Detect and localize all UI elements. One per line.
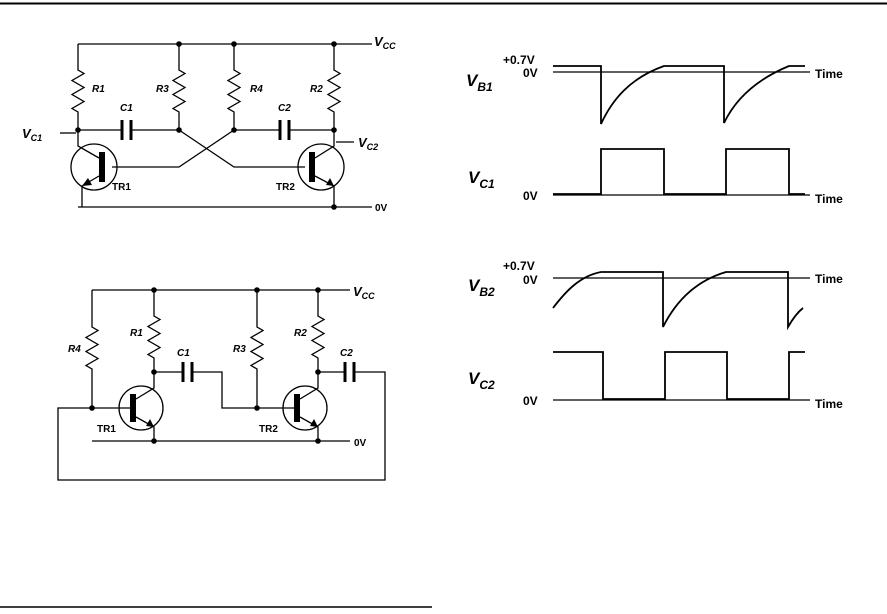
resistor-r3-bottom	[249, 290, 265, 408]
vb1-label: VB1	[466, 71, 493, 94]
vb1-zero-label: 0V	[523, 66, 538, 80]
vc1-time-label: Time	[815, 192, 843, 206]
transistor-tr1-bottom	[92, 372, 164, 441]
r3-label: R3	[156, 84, 169, 95]
vb1-trace	[553, 65, 805, 125]
zero-volt-label-bottom: 0V	[354, 438, 367, 449]
circuit-top: VCC VC1 VC2 R1 R3 R4 R2 C1 C2 TR1 TR2 0V	[22, 34, 396, 214]
r2-label: R2	[310, 84, 323, 95]
r1-label: R1	[92, 84, 105, 95]
vc1-zero-label: 0V	[523, 189, 538, 203]
r3-label-bottom: R3	[233, 344, 246, 355]
vb2-plus07-label: +0.7V	[503, 259, 535, 273]
transistor-tr1	[70, 130, 118, 207]
tr1-label: TR1	[112, 182, 131, 193]
vc2-time-label: Time	[815, 397, 843, 411]
cross-wire-2	[112, 129, 235, 168]
vb2-time-label: Time	[815, 272, 843, 286]
waveforms: VB1 +0.7V 0V Time VC1 0V Time VB2 +0.7V …	[466, 53, 843, 411]
vcc-label: VCC	[374, 34, 396, 51]
r1-label-bottom: R1	[130, 328, 143, 339]
c1-label: C1	[120, 103, 133, 114]
vc2-label: VC2	[468, 369, 495, 392]
c2-label: C2	[278, 103, 291, 114]
vb1-plus07-label: +0.7V	[503, 53, 535, 67]
tr1-label-bottom: TR1	[97, 424, 116, 435]
r4-label-bottom: R4	[68, 344, 81, 355]
resistor-r1	[70, 44, 86, 130]
transistor-tr2	[297, 130, 345, 207]
waveform-vb2: VB2 +0.7V 0V Time	[468, 259, 843, 331]
vc2-trace	[553, 351, 805, 400]
r4-label: R4	[250, 84, 263, 95]
r2-label-bottom: R2	[294, 328, 307, 339]
c2-label-bottom: C2	[340, 348, 353, 359]
waveform-vc1: VC1 0V Time	[468, 148, 843, 206]
vc1-trace	[553, 148, 805, 195]
vc1-label: VC1	[468, 168, 495, 191]
vb2-label: VB2	[468, 276, 495, 299]
waveform-vc2: VC2 0V Time	[468, 351, 843, 411]
vb2-zero-label: 0V	[523, 273, 538, 287]
cross-wire-1	[178, 129, 305, 168]
resistor-r4	[226, 44, 242, 130]
waveform-vb1: VB1 +0.7V 0V Time	[466, 53, 843, 125]
zero-volt-label: 0V	[375, 203, 388, 214]
resistor-r4-bottom	[84, 290, 100, 408]
c1-label-bottom: C1	[177, 348, 190, 359]
resistor-r2	[326, 44, 342, 130]
vb1-time-label: Time	[815, 67, 843, 81]
vb2-trace	[552, 271, 804, 331]
resistor-r1-bottom	[146, 290, 162, 372]
circuit-bottom: VCC R4 R1 R3 R2 C1 C2 TR1 TR2 0V	[57, 284, 386, 481]
tr2-label: TR2	[276, 182, 295, 193]
vc2-zero-label: 0V	[523, 394, 538, 408]
transistor-tr2-bottom	[257, 372, 328, 441]
vcc-label-bottom: VCC	[353, 284, 375, 301]
vc2-label: VC2	[358, 135, 378, 152]
vc1-label: VC1	[22, 126, 42, 143]
resistor-r2-bottom	[310, 290, 326, 372]
tr2-label-bottom: TR2	[259, 424, 278, 435]
resistor-r3	[171, 44, 187, 130]
